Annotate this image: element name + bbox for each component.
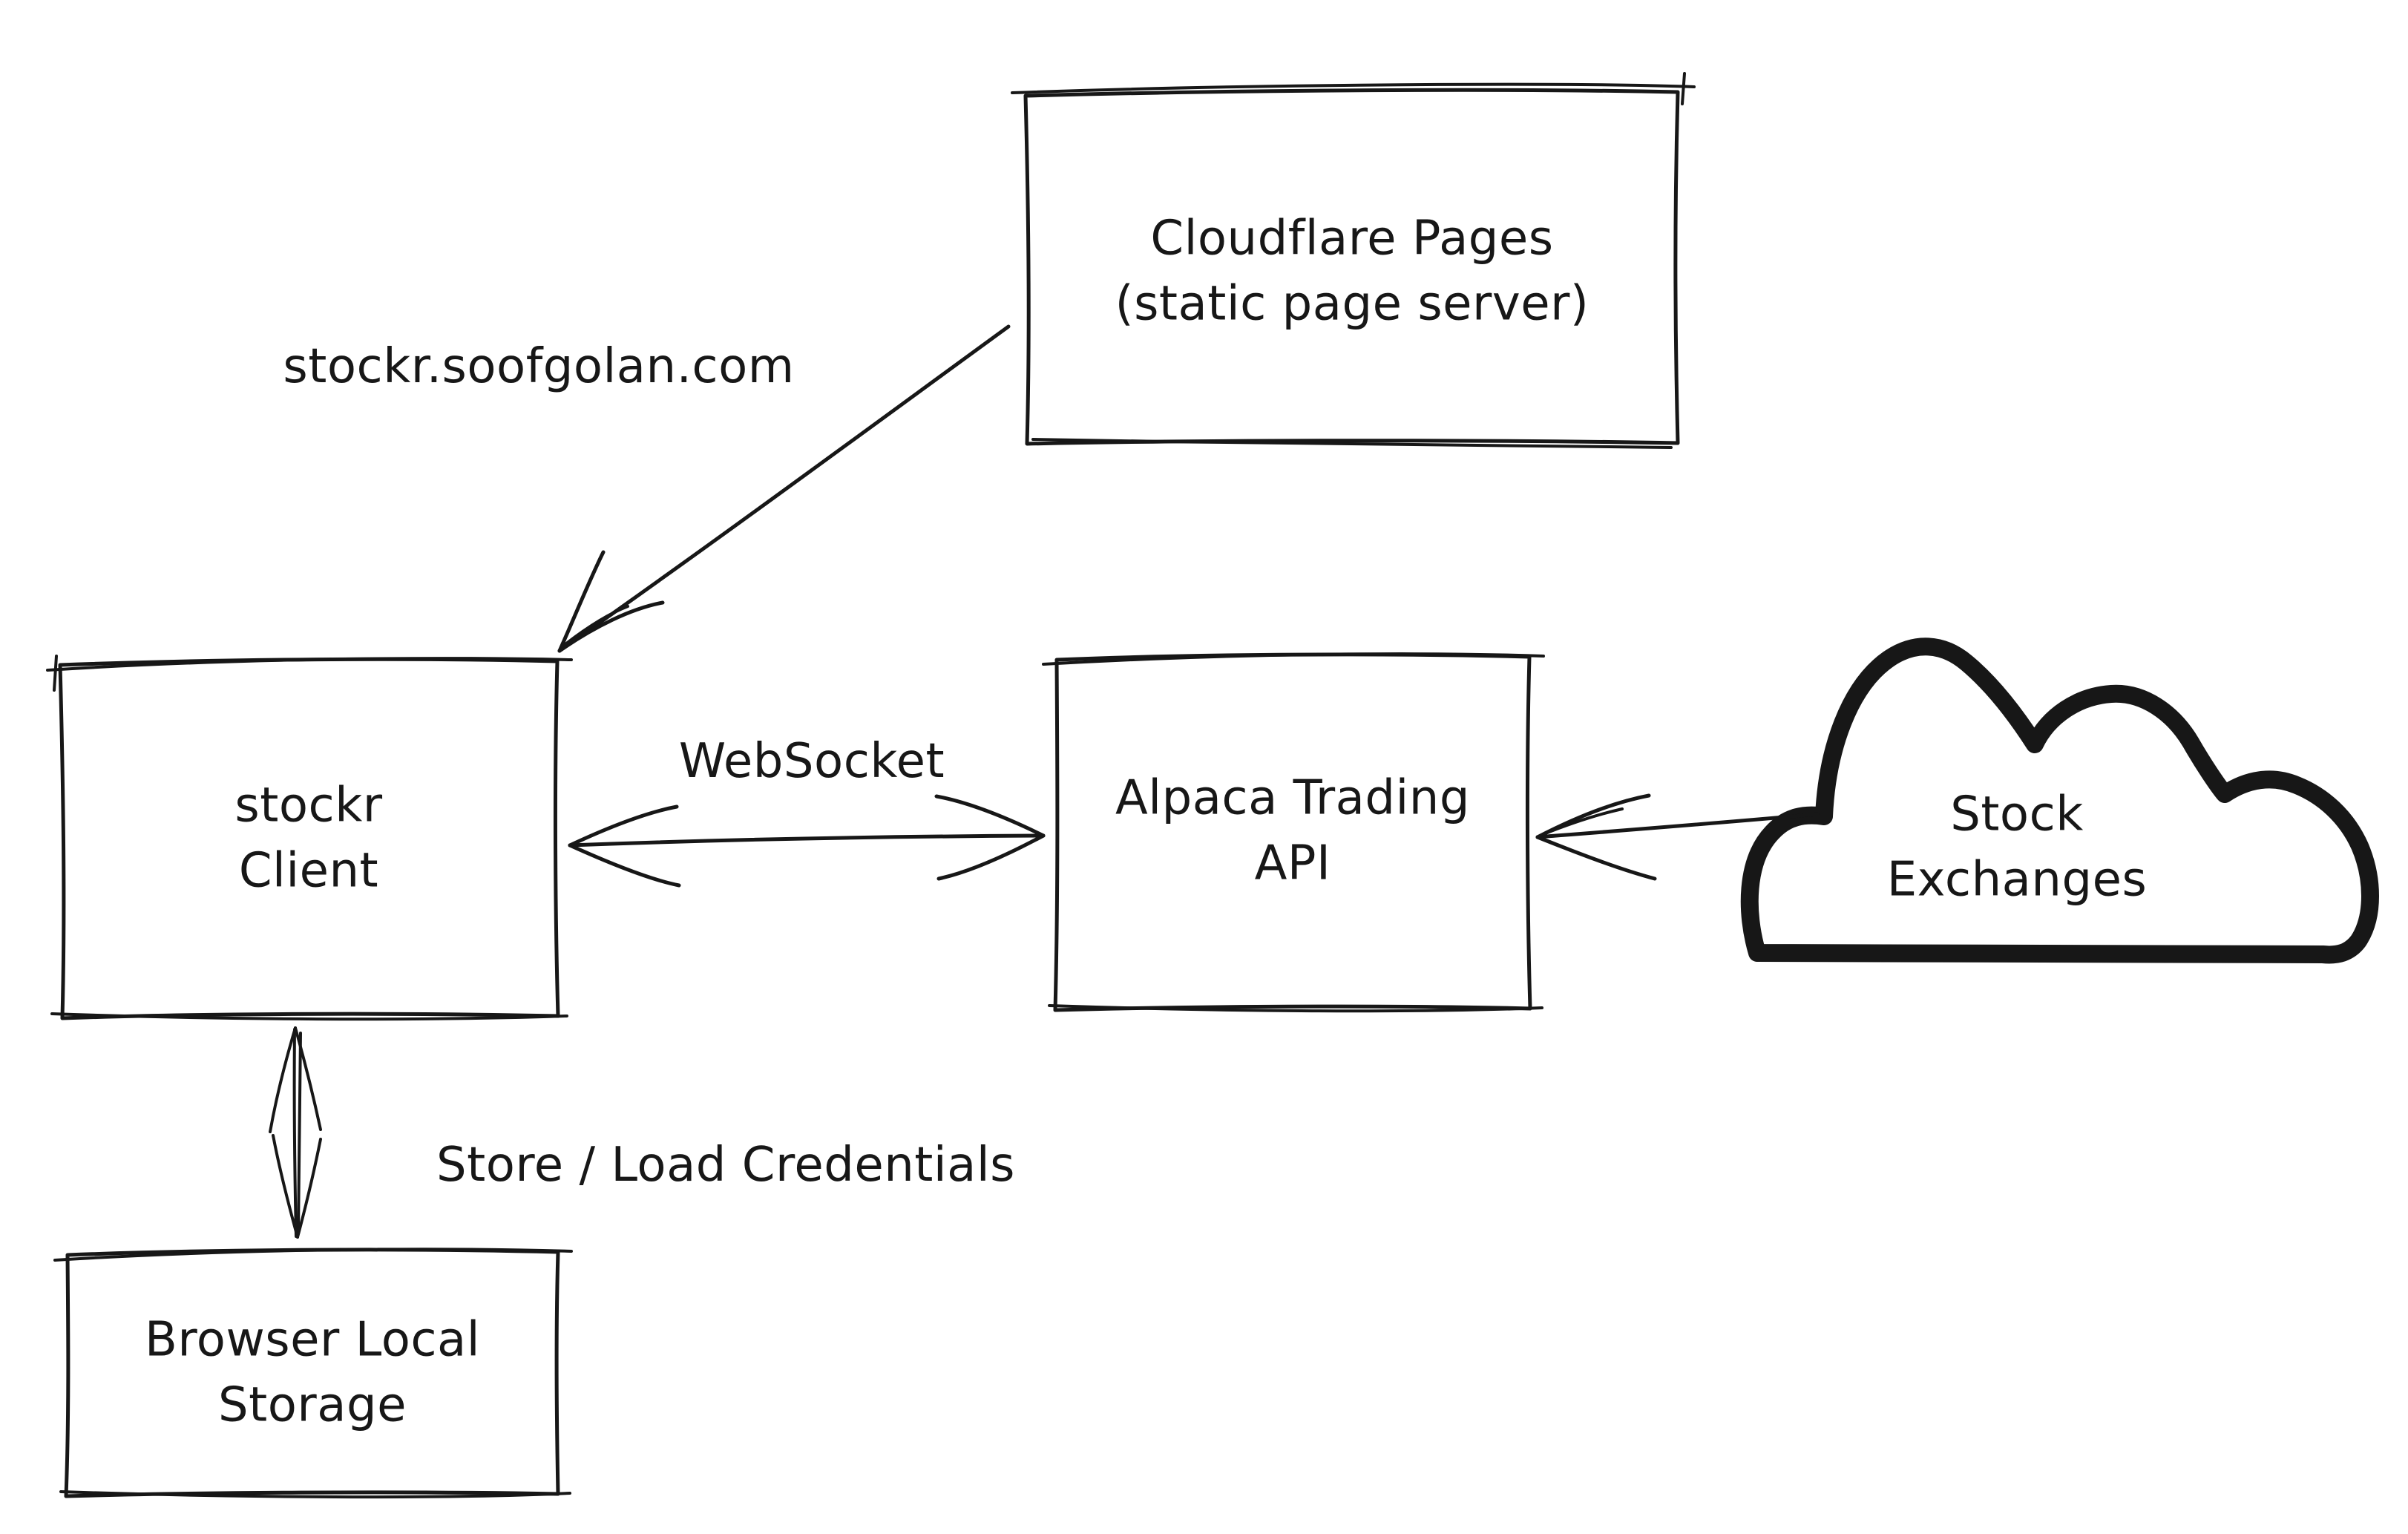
stockr-client-box	[46, 655, 573, 1021]
browser-local-storage-box	[53, 1248, 573, 1499]
alpaca-trading-api-box	[1042, 652, 1545, 1013]
websocket-arrow	[568, 794, 1046, 888]
stock-exchanges-label-line1: Stock	[1950, 787, 2084, 842]
stockr-client-label-line1: stockr	[234, 778, 383, 833]
stockr-client-label: stockr Client	[234, 773, 382, 905]
domain-label: stockr.soofgolan.com	[283, 338, 795, 394]
alpaca-trading-api-label-line1: Alpaca Trading	[1115, 770, 1470, 826]
alpaca-trading-api-label: Alpaca Trading API	[1115, 766, 1470, 897]
market-data-arrow	[1535, 793, 1820, 881]
websocket-edge-label: WebSocket	[678, 733, 945, 789]
stock-exchanges-label-line2: Exchanges	[1886, 853, 2148, 908]
deploy-arrow	[557, 324, 1011, 653]
credentials-edge-label: Store / Load Credentials	[436, 1137, 1016, 1193]
stock-exchanges-label: Stock Exchanges	[1887, 782, 2148, 914]
browser-local-storage-label-line2: Storage	[218, 1378, 407, 1433]
cloudflare-pages-box	[1011, 72, 1696, 449]
credentials-arrow	[269, 1026, 322, 1239]
browser-local-storage-label-line1: Browser Local	[144, 1312, 481, 1368]
cloudflare-pages-label: Cloudflare Pages (static page server)	[1115, 206, 1590, 338]
alpaca-trading-api-label-line2: API	[1254, 836, 1331, 891]
cloudflare-pages-label-line2: (static page server)	[1115, 277, 1590, 332]
browser-local-storage-label: Browser Local Storage	[145, 1308, 480, 1439]
stock-exchanges-cloud	[1740, 637, 2379, 964]
cloudflare-pages-label-line1: Cloudflare Pages	[1150, 211, 1554, 266]
stockr-client-label-line2: Client	[238, 844, 379, 899]
